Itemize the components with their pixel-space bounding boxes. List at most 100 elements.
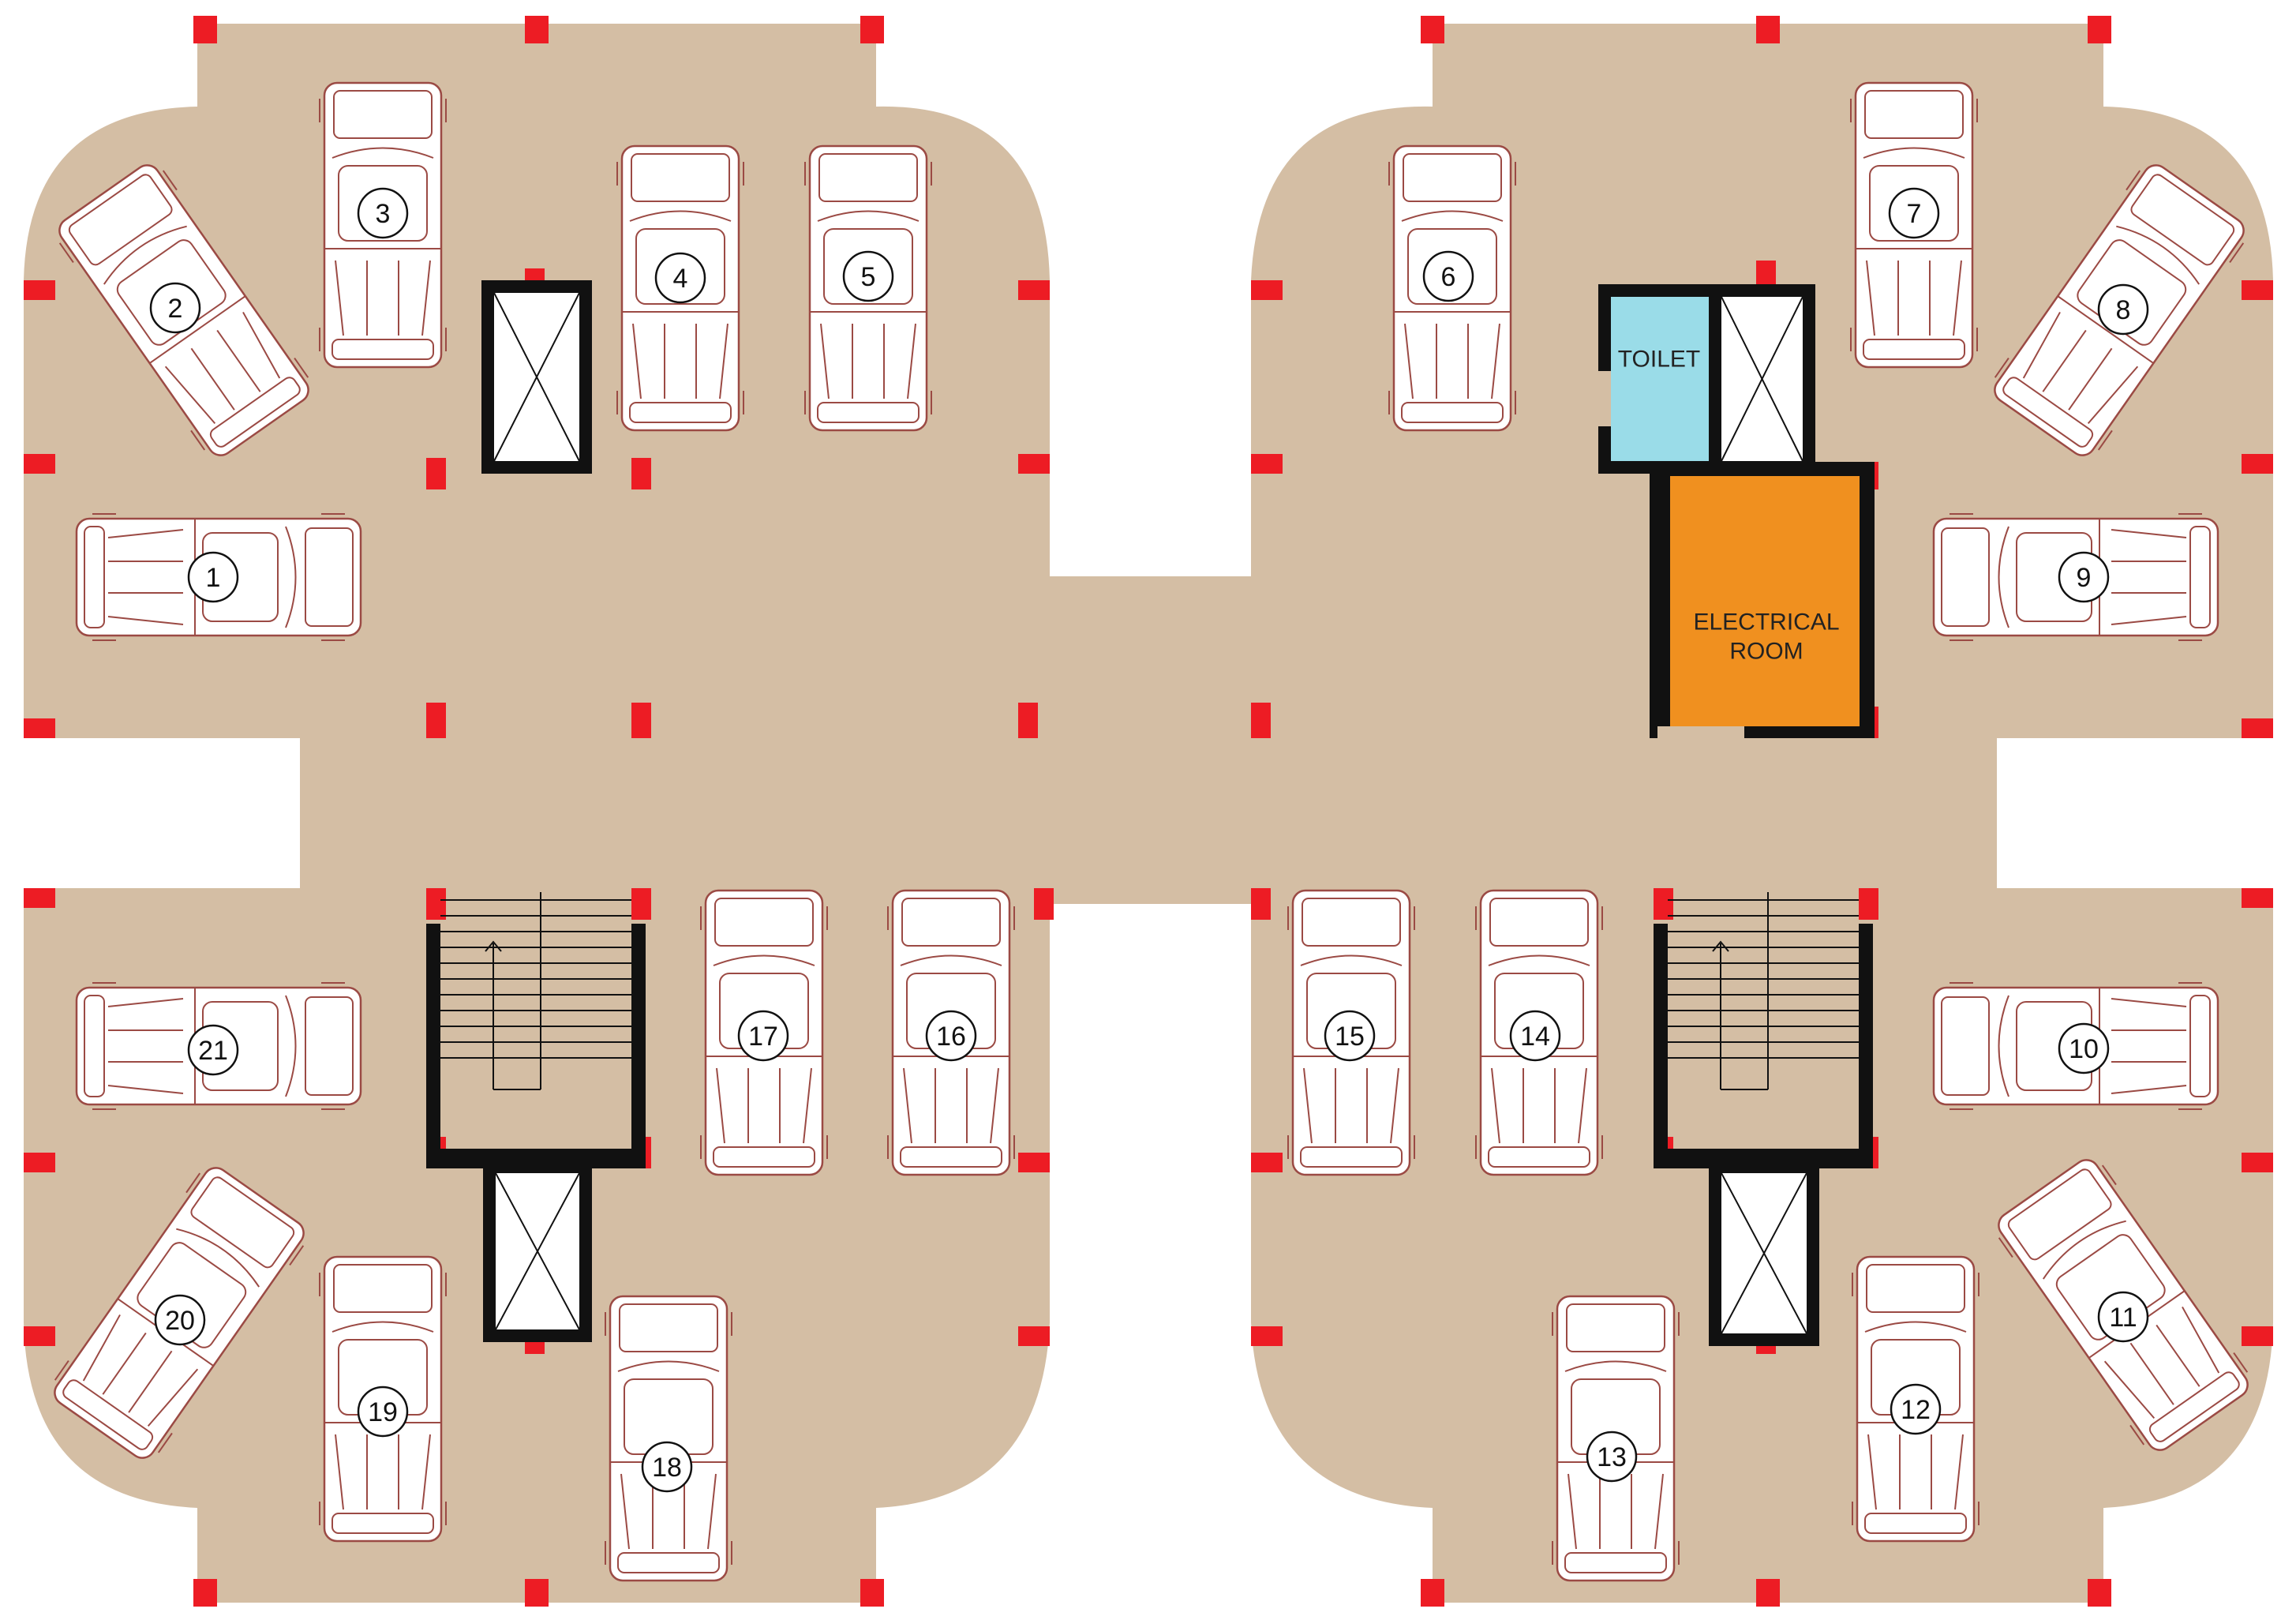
space-number: 21: [198, 1036, 228, 1066]
space-number: 15: [1335, 1022, 1365, 1052]
column: [1756, 16, 1780, 43]
space-number-circle: [187, 1024, 239, 1076]
column: [2088, 1579, 2111, 1607]
column: [860, 1579, 884, 1607]
space-number-circle: [1586, 1431, 1638, 1483]
space-number-circle: [641, 1441, 693, 1493]
space-number: 20: [165, 1306, 195, 1336]
lift-shaft-top-right: [1709, 284, 1815, 474]
space-number: 1: [206, 563, 221, 593]
column: [631, 703, 651, 738]
electrical-room-label-line1: ELECTRICAL: [1693, 609, 1839, 636]
parking-space-8: 8: [1994, 164, 2245, 456]
parking-space-5: 5: [804, 144, 932, 432]
space-number-circle: [1422, 250, 1474, 302]
space-number-circle: [154, 1294, 206, 1346]
space-number-circle: [2097, 1291, 2149, 1343]
space-number-circle: [842, 250, 894, 302]
column: [1018, 1153, 1050, 1172]
space-number: 19: [368, 1397, 398, 1427]
toilet-label: TOILET: [1618, 347, 1700, 373]
space-number: 7: [1907, 199, 1922, 229]
parking-space-6: 6: [1388, 144, 1516, 432]
space-number: 9: [2077, 563, 2092, 593]
column: [1251, 703, 1271, 738]
electrical-room-label-line2: ROOM: [1729, 639, 1803, 665]
column: [1654, 888, 1673, 920]
column: [2242, 888, 2273, 908]
column: [24, 1326, 55, 1346]
space-number: 14: [1520, 1022, 1550, 1052]
column: [1018, 280, 1050, 300]
column: [525, 1579, 549, 1607]
space-number-circle: [1509, 1010, 1561, 1062]
column: [1251, 1153, 1283, 1172]
parking-space-3: 3: [319, 81, 447, 369]
space-number: 2: [168, 294, 183, 324]
parking-space-16: 16: [887, 889, 1015, 1176]
column: [631, 888, 651, 920]
column: [426, 888, 446, 920]
space-number-circle: [737, 1010, 789, 1062]
column: [631, 458, 651, 489]
column: [2242, 1153, 2273, 1172]
column: [860, 16, 884, 43]
column: [2242, 454, 2273, 474]
parking-space-4: 4: [616, 144, 744, 432]
column: [1018, 454, 1050, 474]
column: [426, 703, 446, 738]
space-number: 10: [2069, 1034, 2099, 1064]
parking-space-19: 19: [319, 1255, 447, 1543]
column: [24, 280, 55, 300]
car-outline: [605, 1295, 732, 1582]
space-number-circle: [1890, 1383, 1942, 1435]
space-number-circle: [1324, 1010, 1376, 1062]
parking-space-11: 11: [1998, 1159, 2249, 1451]
space-number: 16: [936, 1022, 966, 1052]
column: [1018, 703, 1038, 738]
column: [24, 454, 55, 474]
parking-space-1: 1: [75, 513, 362, 641]
electrical-room-fill: [1670, 476, 1860, 726]
parking-space-7: 7: [1850, 81, 1978, 369]
column: [2242, 718, 2273, 738]
space-number: 12: [1901, 1395, 1931, 1425]
column: [1018, 1326, 1050, 1346]
parking-space-2: 2: [58, 164, 309, 456]
column: [193, 16, 217, 43]
space-number: 6: [1441, 262, 1456, 292]
space-number: 5: [861, 262, 876, 292]
staircase-right: [1654, 892, 1873, 1168]
column: [1756, 1579, 1780, 1607]
column: [193, 1579, 217, 1607]
lift-shaft-bottom-right: [1709, 1161, 1819, 1346]
column: [2242, 1326, 2273, 1346]
space-number: 13: [1597, 1442, 1627, 1472]
parking-space-12: 12: [1852, 1255, 1980, 1543]
column: [1251, 280, 1283, 300]
column: [1034, 888, 1054, 920]
parking-space-20: 20: [54, 1167, 305, 1459]
space-number-circle: [149, 282, 201, 334]
parking-space-10: 10: [1932, 982, 2219, 1110]
column: [1421, 1579, 1444, 1607]
space-number-circle: [2058, 551, 2110, 603]
space-number: 3: [376, 199, 391, 229]
space-number-circle: [1888, 187, 1940, 239]
toilet-room: TOILET: [1598, 284, 1717, 474]
space-number-circle: [925, 1010, 977, 1062]
space-number: 11: [2109, 1303, 2137, 1333]
parking-space-14: 14: [1475, 889, 1603, 1176]
space-number: 4: [673, 264, 688, 294]
lift-shaft-bottom-left: [483, 1161, 592, 1342]
parking-space-13: 13: [1552, 1295, 1680, 1582]
column: [1859, 888, 1878, 920]
space-number-circle: [357, 187, 409, 239]
space-number: 18: [652, 1453, 682, 1483]
column: [24, 718, 55, 738]
parking-space-18: 18: [605, 1295, 732, 1582]
column: [1421, 16, 1444, 43]
toilet-fill: [1611, 297, 1709, 461]
